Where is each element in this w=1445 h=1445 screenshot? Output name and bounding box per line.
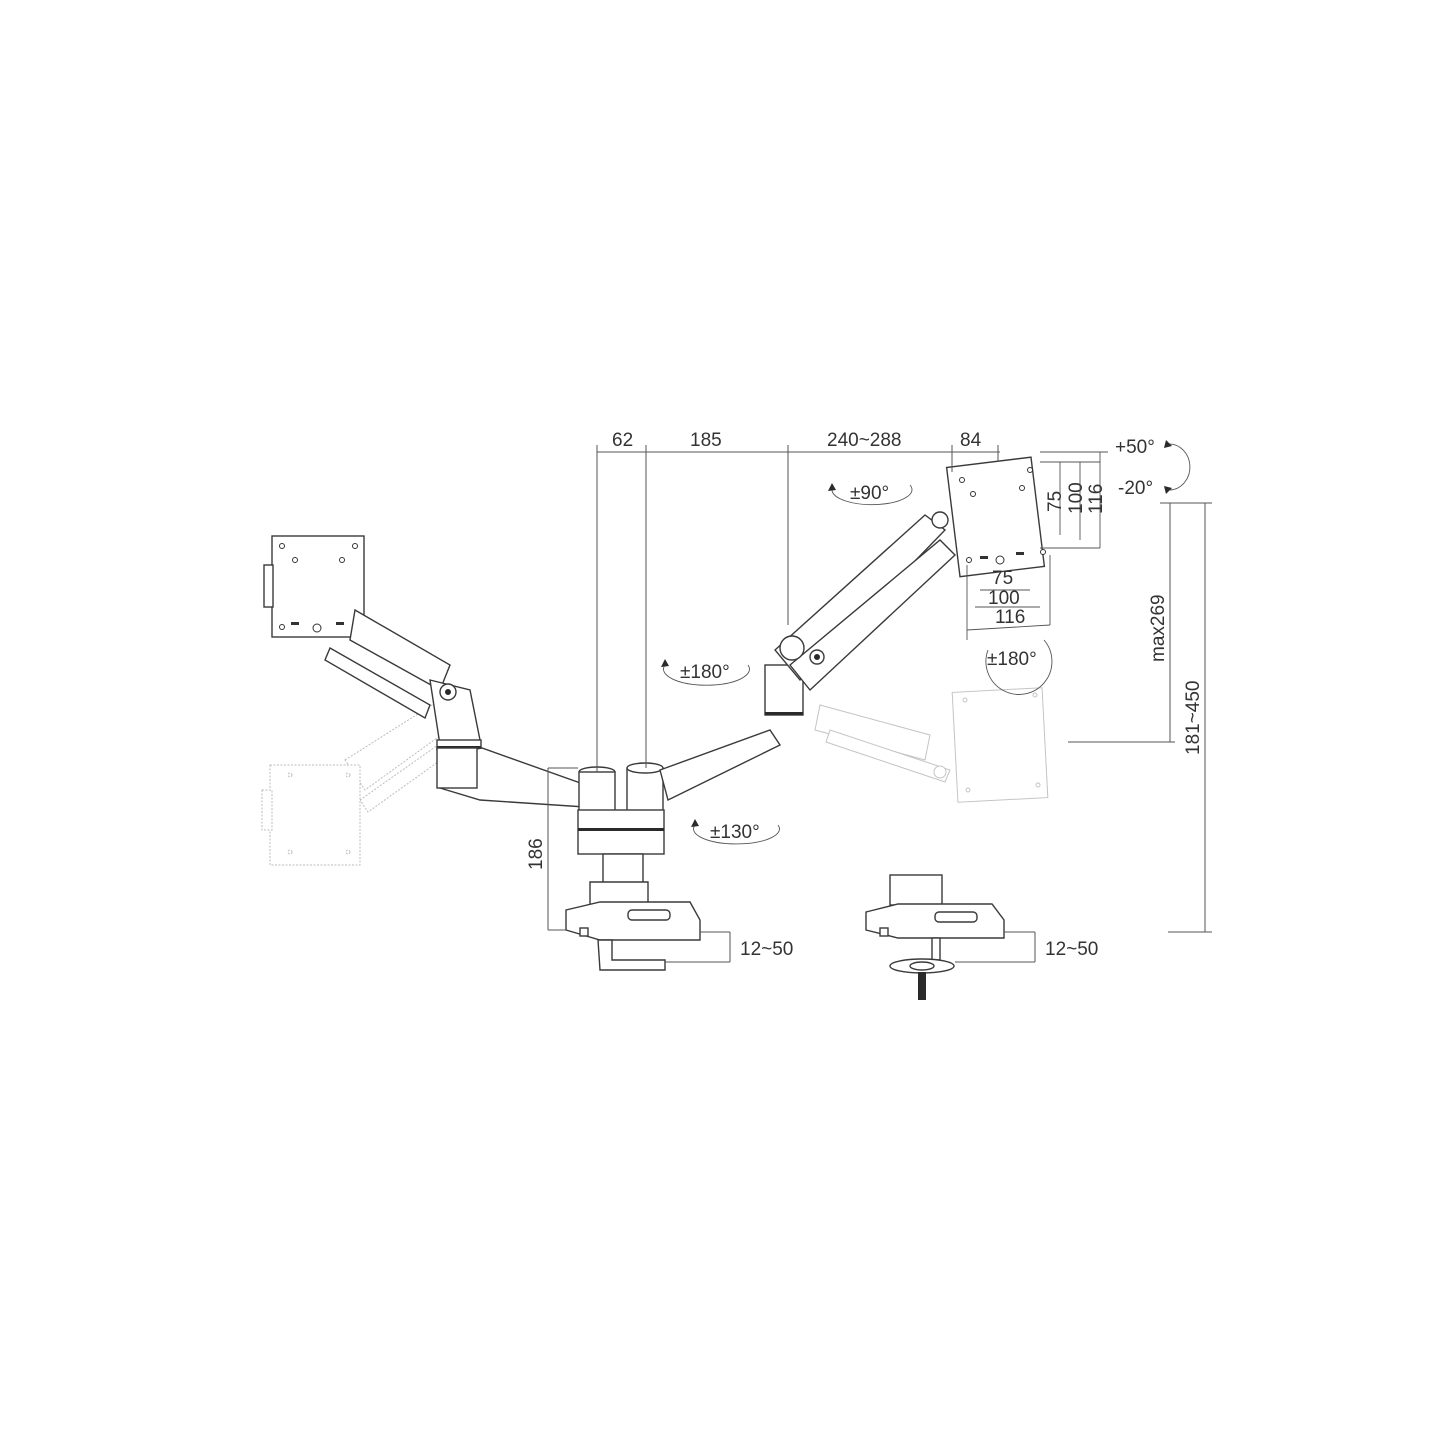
vesa-v-75: 75 xyxy=(1045,491,1066,512)
ghost-right-vesa-plate xyxy=(951,687,1049,803)
vesa-h-100: 100 xyxy=(988,588,1020,609)
rotate-base-arrow-icon xyxy=(693,824,780,845)
rotate-plate-label: ±180° xyxy=(987,649,1037,670)
vesa-h-75: 75 xyxy=(992,568,1013,589)
vesa-h-116: 116 xyxy=(995,607,1025,628)
ghost-right-arm xyxy=(814,687,1049,803)
grommet-base-right xyxy=(865,874,1005,1000)
clamp-right-range: 12~50 xyxy=(1045,939,1098,960)
clamp-base-left xyxy=(565,901,701,971)
right-arm xyxy=(764,456,1046,716)
swivel-head-label: ±90° xyxy=(850,483,889,504)
left-arm xyxy=(263,535,482,751)
left-vesa-plate xyxy=(271,535,365,638)
height-range-label: 181~450 xyxy=(1183,681,1204,756)
rotate-plate-arrow-icon xyxy=(985,639,1053,695)
rotate-elbow-arrow-icon xyxy=(663,664,750,686)
swivel-head-arrow-icon xyxy=(831,484,913,506)
dim-inner-arm: 185 xyxy=(690,430,722,451)
tilt-up-label: +50° xyxy=(1115,437,1155,458)
tilt-down-label: -20° xyxy=(1118,478,1153,499)
rotate-base-label: ±130° xyxy=(710,822,760,843)
right-vesa-plate xyxy=(945,456,1046,578)
clamp-left-range: 12~50 xyxy=(740,939,793,960)
ghost-left-vesa-plate xyxy=(269,764,361,866)
rotate-elbow-label: ±180° xyxy=(680,662,730,683)
vesa-v-100: 100 xyxy=(1066,482,1087,514)
dim-head: 84 xyxy=(960,430,982,451)
dimension-lines xyxy=(547,445,1212,963)
labels: 62 185 240~288 84 +50° -20° ±90° ±180° ±… xyxy=(526,430,1204,960)
ghost-left-arm xyxy=(261,699,456,866)
max-height-label: max269 xyxy=(1148,594,1169,662)
vesa-v-116: 116 xyxy=(1086,484,1107,514)
center-hub xyxy=(436,729,782,906)
dim-outer-arm: 240~288 xyxy=(827,430,902,451)
base-height-label: 186 xyxy=(526,838,547,870)
tilt-arrow-icon xyxy=(1167,443,1191,491)
dim-arm-offset: 62 xyxy=(612,430,633,451)
rotation-arrows xyxy=(661,440,1191,845)
